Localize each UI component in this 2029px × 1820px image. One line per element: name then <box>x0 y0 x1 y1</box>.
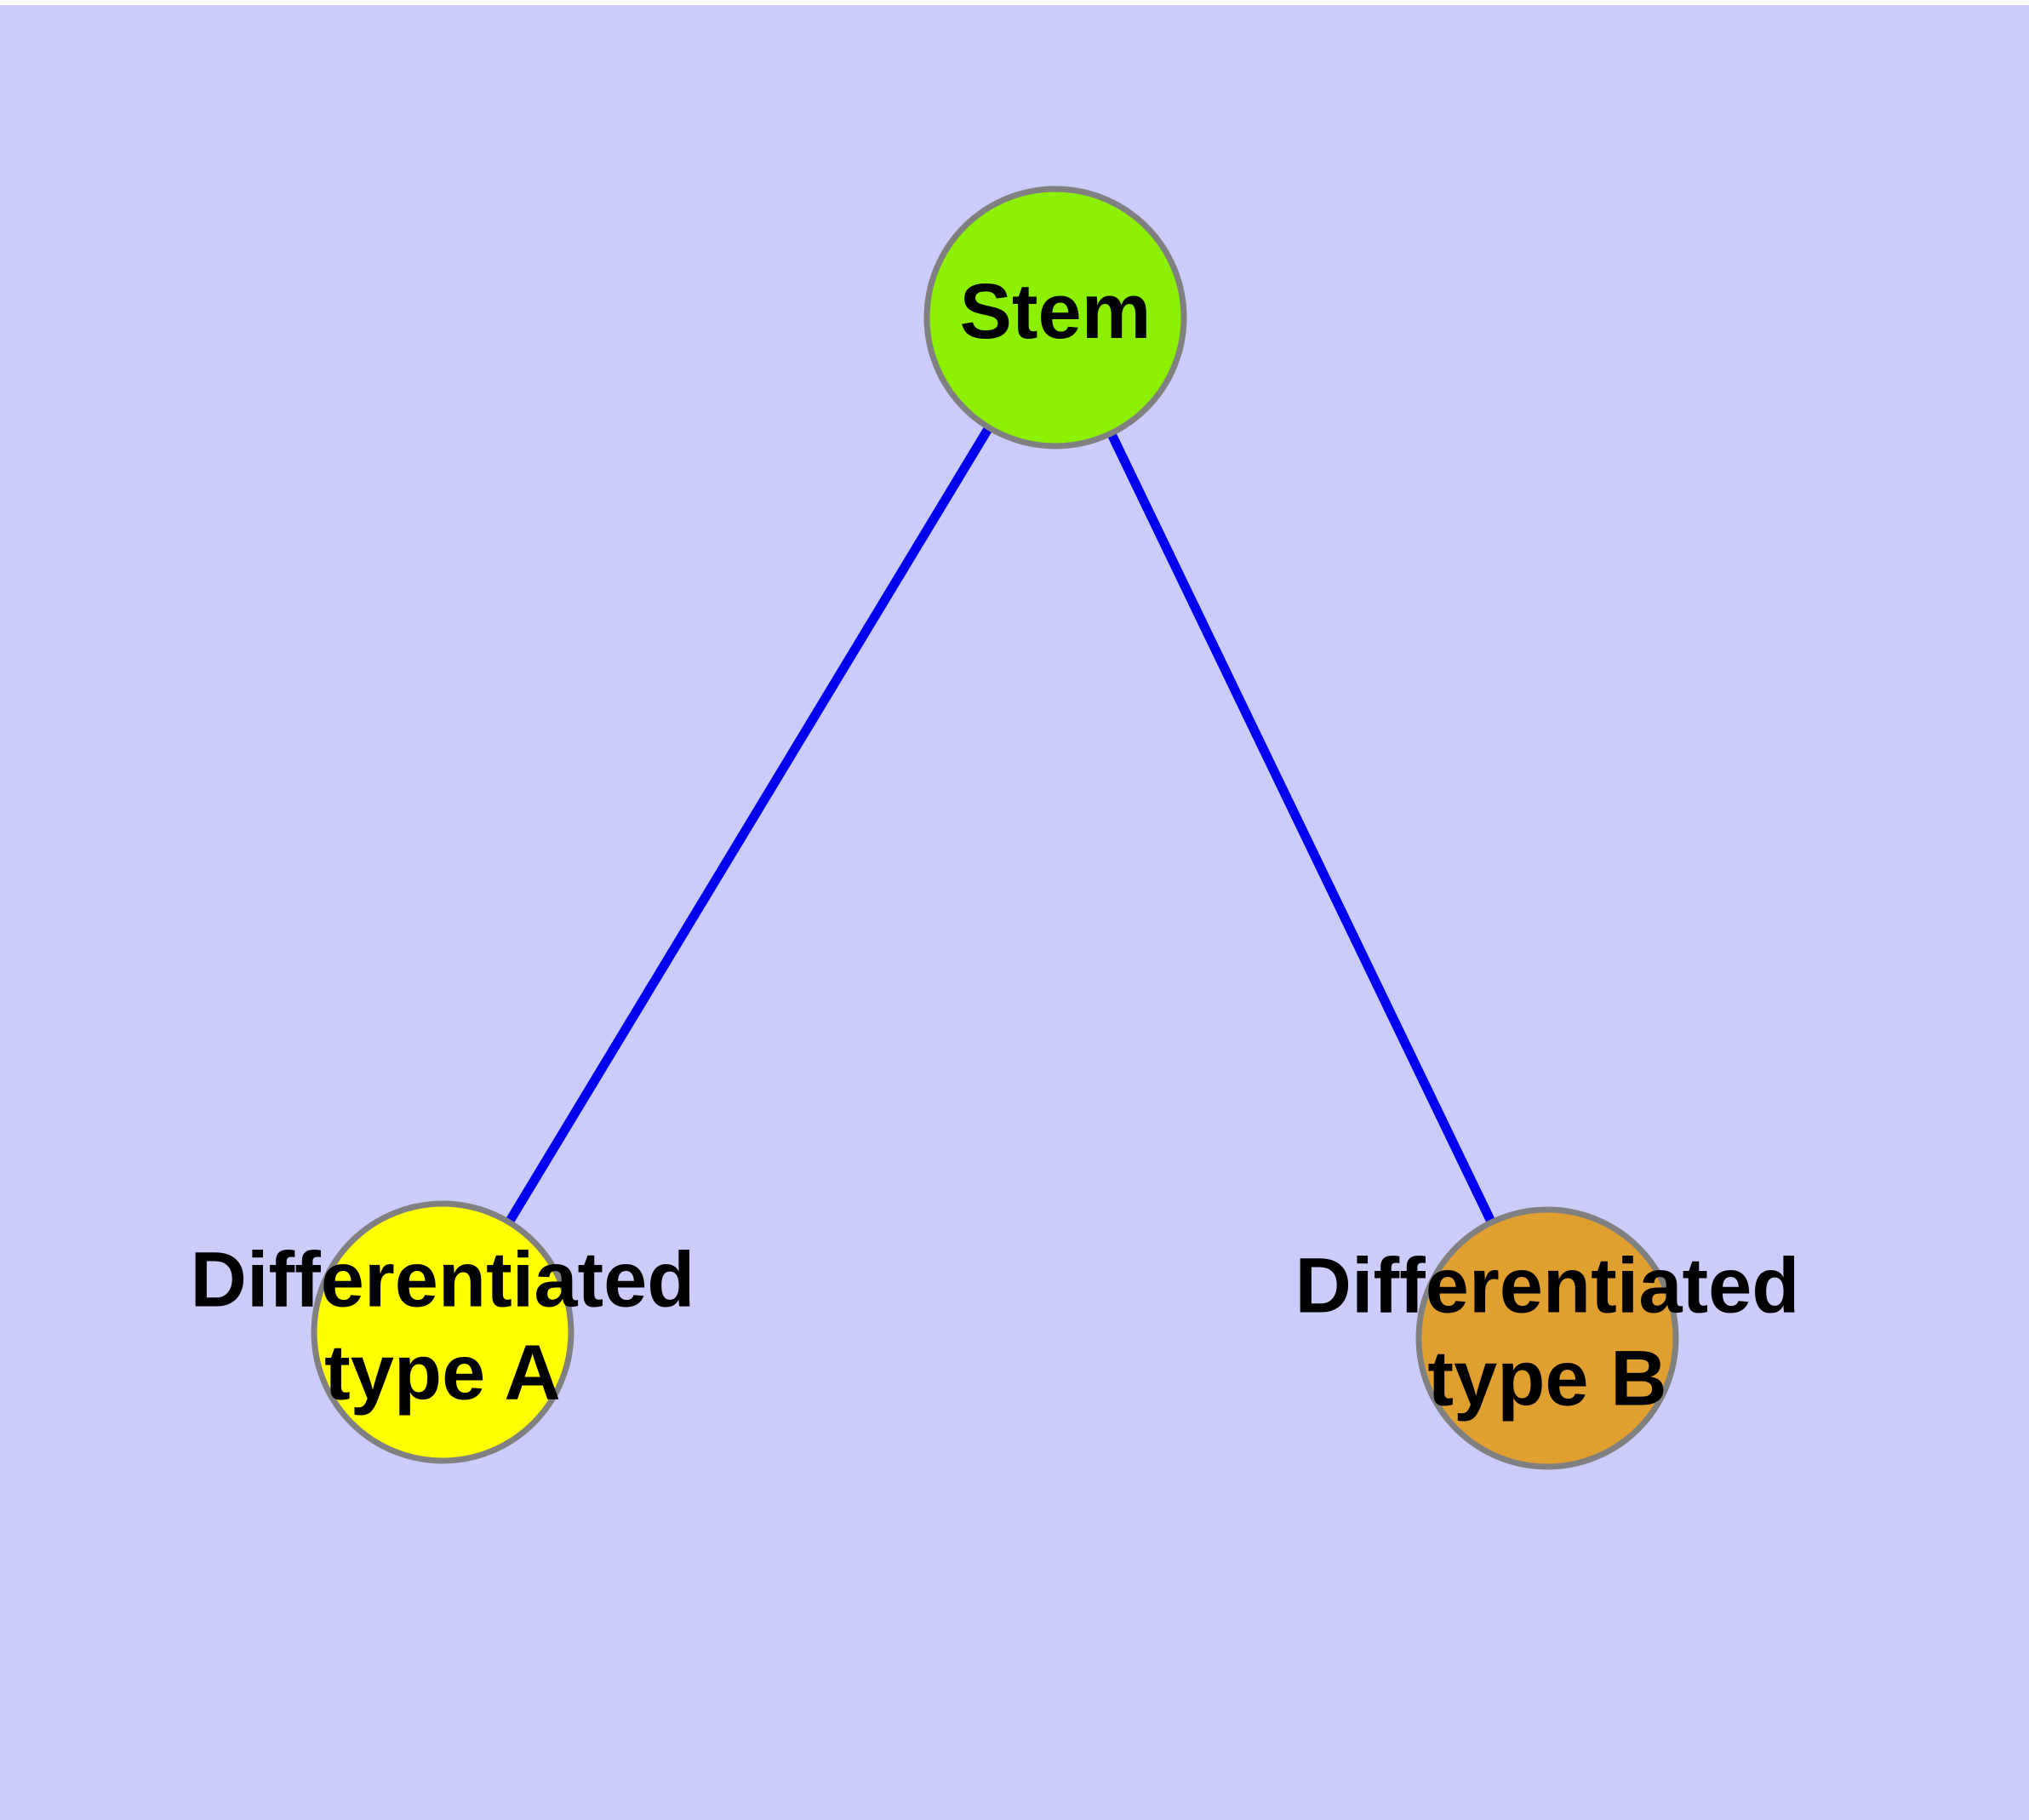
edge-layer <box>438 315 1552 1341</box>
node-differentiated-type-a[interactable] <box>311 1200 574 1464</box>
node-label-stem: Stem <box>960 268 1152 355</box>
edge-stem-to-differentiated-type-a[interactable] <box>438 315 1060 1335</box>
node-stem[interactable] <box>923 186 1187 449</box>
edge-stem-to-differentiated-type-b[interactable] <box>1051 315 1552 1341</box>
node-label-line: type B <box>1427 1336 1666 1422</box>
node-label-line: Differentiated <box>191 1237 695 1324</box>
node-layer <box>311 186 1679 1470</box>
node-stem-circle[interactable] <box>923 186 1187 449</box>
node-label-line: Stem <box>960 268 1152 355</box>
node-differentiated-type-b[interactable] <box>1415 1206 1679 1470</box>
node-label-line: Differentiated <box>1295 1243 1800 1330</box>
node-differentiated-type-b-circle[interactable] <box>1415 1206 1679 1470</box>
node-differentiated-type-a-circle[interactable] <box>311 1200 574 1464</box>
node-label-line: type A <box>324 1330 561 1417</box>
